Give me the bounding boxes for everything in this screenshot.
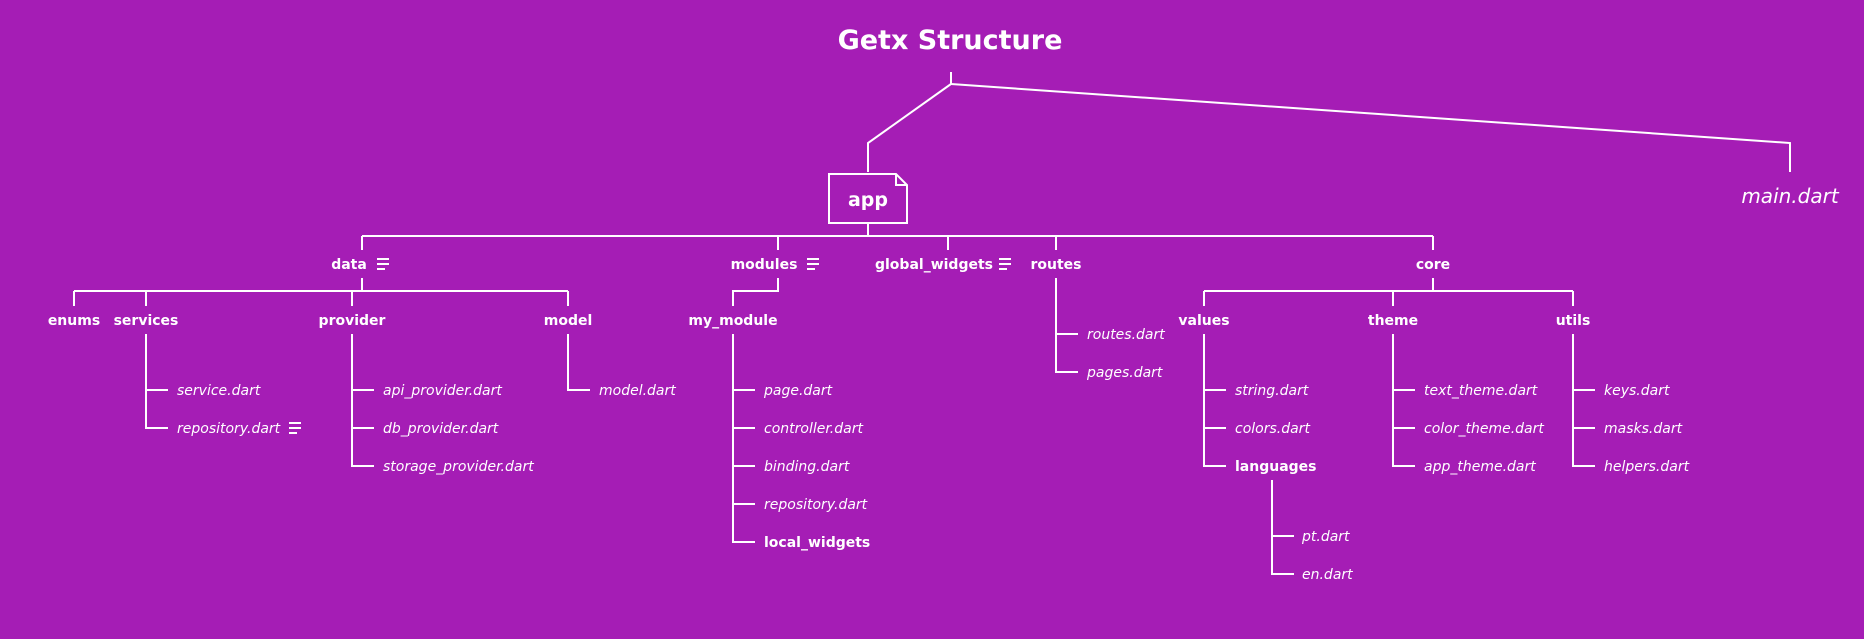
file-colors-dart: colors.dart [1235, 421, 1310, 437]
menu-lines-icon [289, 422, 301, 434]
file-controller-dart: controller.dart [764, 421, 863, 437]
menu-lines-icon [807, 258, 819, 270]
node-main-dart: main.dart [1741, 184, 1840, 208]
file-routes-dart: routes.dart [1087, 327, 1165, 343]
node-core: core [1416, 257, 1450, 273]
file-text-theme: text_theme.dart [1424, 383, 1538, 399]
node-provider: provider [319, 313, 386, 329]
file-masks-dart: masks.dart [1604, 421, 1683, 437]
node-routes: routes [1030, 257, 1081, 273]
file-binding-dart: binding.dart [764, 459, 850, 475]
file-api-provider: api_provider.dart [383, 383, 502, 399]
file-pages-dart: pages.dart [1086, 365, 1163, 381]
file-en-dart: en.dart [1302, 567, 1353, 583]
node-languages: languages [1235, 459, 1317, 475]
node-services: services [114, 313, 179, 329]
file-string-dart: string.dart [1235, 383, 1309, 399]
menu-lines-icon [999, 258, 1011, 270]
node-model: model [544, 313, 593, 329]
app-file-icon [828, 173, 908, 224]
node-values: values [1178, 313, 1229, 329]
node-app: app [848, 189, 888, 211]
file-storage-provider: storage_provider.dart [383, 459, 534, 475]
node-modules: modules [731, 257, 798, 273]
file-page-dart: page.dart [763, 383, 833, 399]
file-helpers-dart: helpers.dart [1604, 459, 1690, 475]
connector-lines [73, 72, 1791, 575]
node-data: data [331, 257, 367, 273]
menu-lines-icon [377, 258, 389, 270]
file-pt-dart: pt.dart [1301, 529, 1350, 545]
node-my-module: my_module [688, 313, 777, 329]
file-repository-dart: repository.dart [764, 497, 868, 513]
file-service-dart: service.dart [177, 383, 261, 399]
file-db-provider: db_provider.dart [383, 421, 499, 437]
file-model-dart: model.dart [599, 383, 676, 399]
node-local-widgets: local_widgets [764, 535, 870, 551]
node-theme: theme [1368, 313, 1418, 329]
diagram-title: Getx Structure [838, 25, 1063, 56]
file-color-theme: color_theme.dart [1424, 421, 1544, 437]
file-keys-dart: keys.dart [1604, 383, 1670, 399]
file-app-theme: app_theme.dart [1424, 459, 1536, 475]
node-global-widgets: global_widgets [875, 257, 993, 273]
node-utils: utils [1556, 313, 1591, 329]
node-enums: enums [48, 313, 100, 329]
file-repository-dart: repository.dart [177, 421, 281, 437]
